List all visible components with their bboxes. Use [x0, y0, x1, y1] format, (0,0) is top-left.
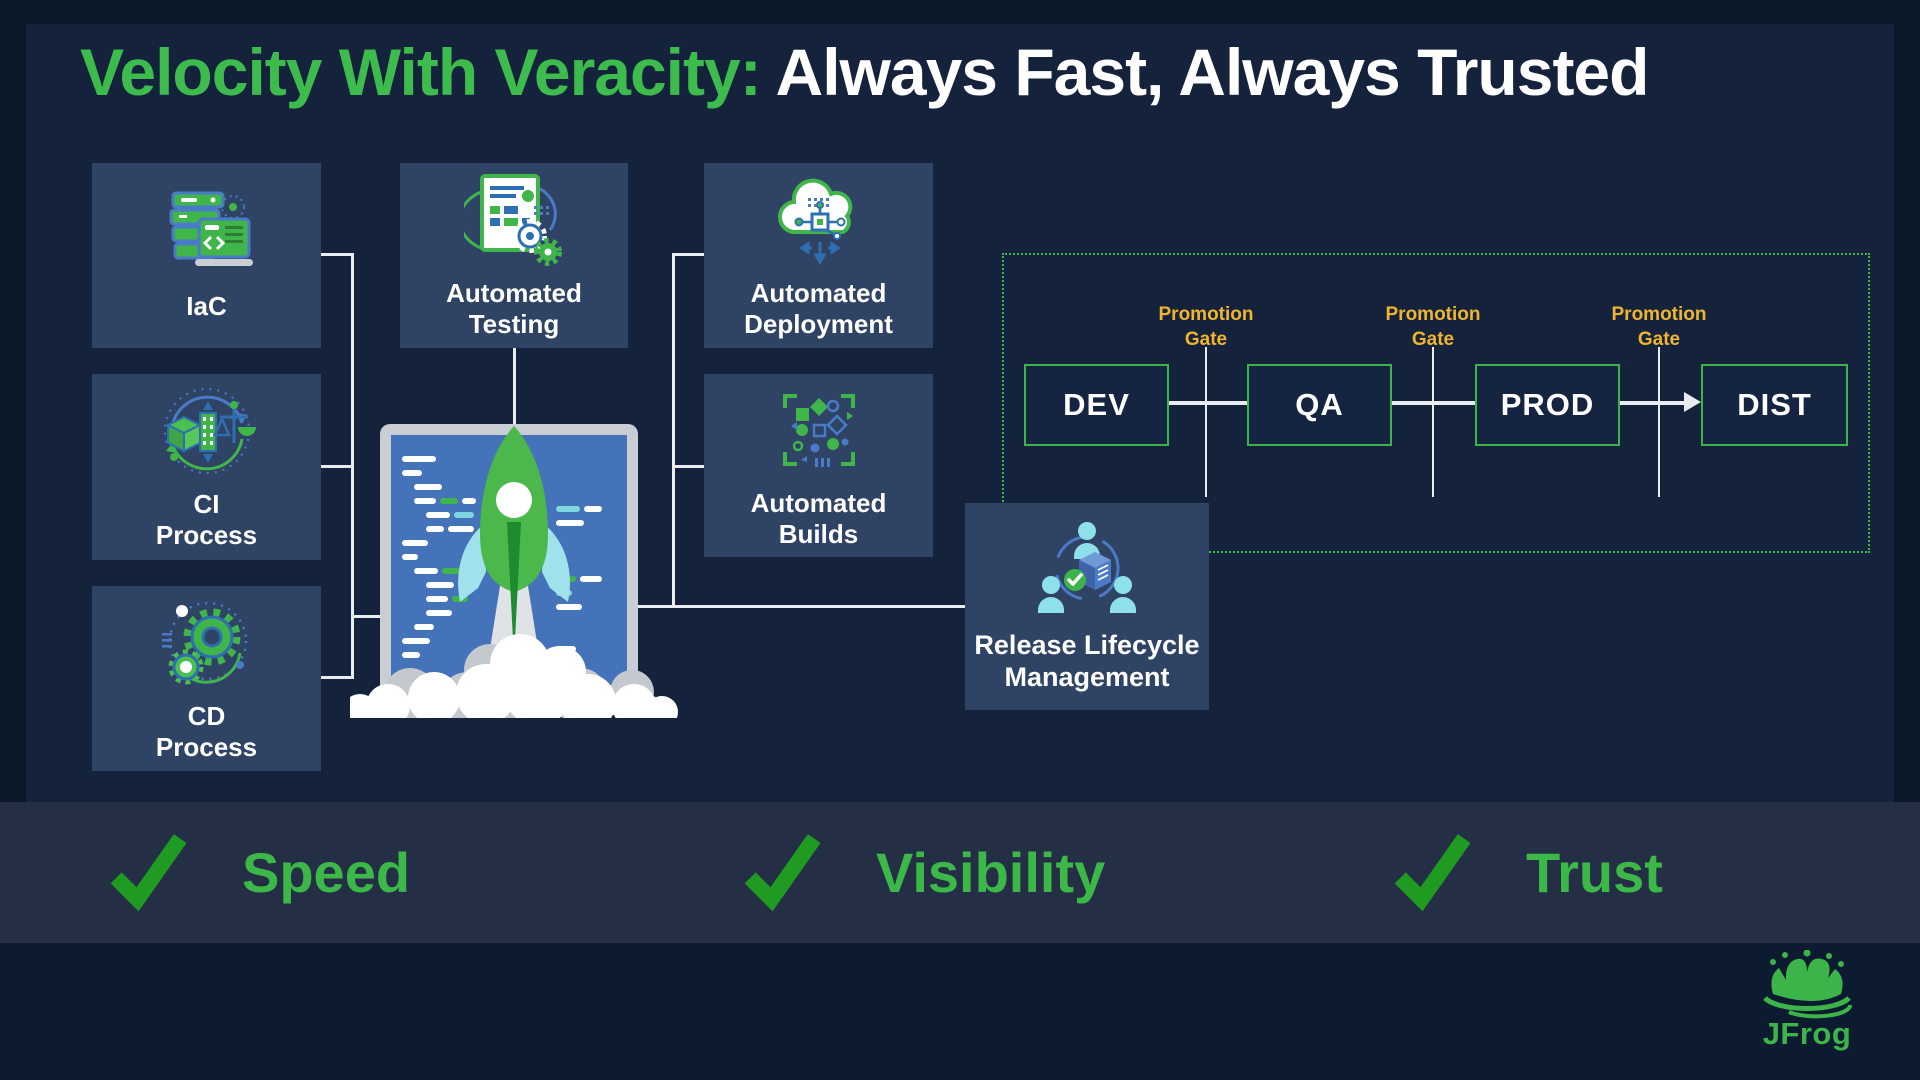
rocket-launch-illustration [350, 424, 678, 718]
title-highlight: Velocity With Veracity: [80, 35, 762, 109]
promotion-gate-line [1658, 347, 1660, 497]
checkmark-icon [1394, 833, 1471, 911]
footer [0, 943, 1920, 1080]
connector-line [351, 615, 382, 618]
card-label: CD Process [155, 700, 258, 762]
connector-line [513, 348, 516, 433]
card-release-lifecycle-management: Release Lifecycle Management [965, 503, 1209, 710]
build-mosaic-icon [782, 393, 855, 467]
stage-prod: PROD [1475, 364, 1620, 446]
card-automated-deployment: Automated Deployment [704, 163, 933, 348]
benefit-trust: Trust [1392, 802, 1663, 943]
card-label: Automated Builds [750, 487, 887, 549]
connector-line [672, 253, 704, 256]
connector-line [638, 605, 965, 608]
card-label: CI Process [155, 489, 258, 550]
benefit-label: Visibility [876, 841, 1106, 904]
card-label: Automated Deployment [744, 277, 893, 339]
card-label: Release Lifecycle Management [974, 629, 1200, 692]
checkmark-icon [110, 833, 187, 911]
test-report-icon [464, 173, 562, 266]
arrow-right-icon [1684, 392, 1701, 412]
frame-right [1894, 0, 1920, 802]
stage-connector [1616, 401, 1688, 405]
team-package-icon [1038, 521, 1136, 613]
stage-dev: DEV [1024, 364, 1169, 446]
connector-line [351, 253, 354, 679]
jfrog-wordmark: JFrog [1762, 1016, 1852, 1051]
benefit-visibility: Visibility [742, 802, 1105, 943]
benefits-band: Speed Visibility Trust [0, 802, 1920, 943]
card-automated-testing: Automated Testing [400, 163, 628, 348]
promotion-pipeline-zone [1002, 253, 1870, 553]
frame-top [0, 0, 1920, 24]
stage-qa: QA [1247, 364, 1392, 446]
benefit-label: Speed [242, 841, 411, 904]
jfrog-logo: JFrog [1752, 950, 1862, 1052]
benefit-label: Trust [1526, 841, 1663, 904]
card-automated-builds: Automated Builds [704, 374, 933, 557]
cloud-circuit-icon [777, 178, 852, 265]
jfrog-frog-icon [1763, 950, 1852, 1019]
card-ci-process: CI Process [92, 374, 321, 560]
card-label: Automated Testing [446, 277, 582, 339]
stage-connector [1388, 401, 1475, 405]
benefit-speed: Speed [108, 802, 410, 943]
promotion-gate-label: Promotion Gate [1611, 304, 1707, 350]
title-rest: Always Fast, Always Trusted [760, 35, 1650, 109]
stage-dist: DIST [1701, 364, 1848, 446]
card-iac: IaC [92, 163, 321, 348]
gears-icon [161, 601, 247, 685]
ci-cycle-icon [163, 388, 256, 475]
page-title: Velocity With Veracity: Always Fast, Alw… [80, 34, 1650, 110]
card-label: IaC [186, 291, 227, 322]
server-code-icon [169, 191, 253, 267]
connector-line [672, 465, 704, 468]
connector-line [321, 253, 353, 256]
frame-left [0, 0, 26, 802]
card-cd-process: CD Process [92, 586, 321, 771]
connector-line [321, 465, 353, 468]
connector-line [321, 676, 353, 679]
promotion-gate-line [1205, 347, 1207, 497]
promotion-gate-label: Promotion Gate [1158, 304, 1254, 350]
checkmark-icon [744, 833, 821, 911]
promotion-gate-line [1432, 347, 1434, 497]
promotion-gate-label: Promotion Gate [1385, 304, 1481, 350]
connector-line [672, 253, 675, 608]
